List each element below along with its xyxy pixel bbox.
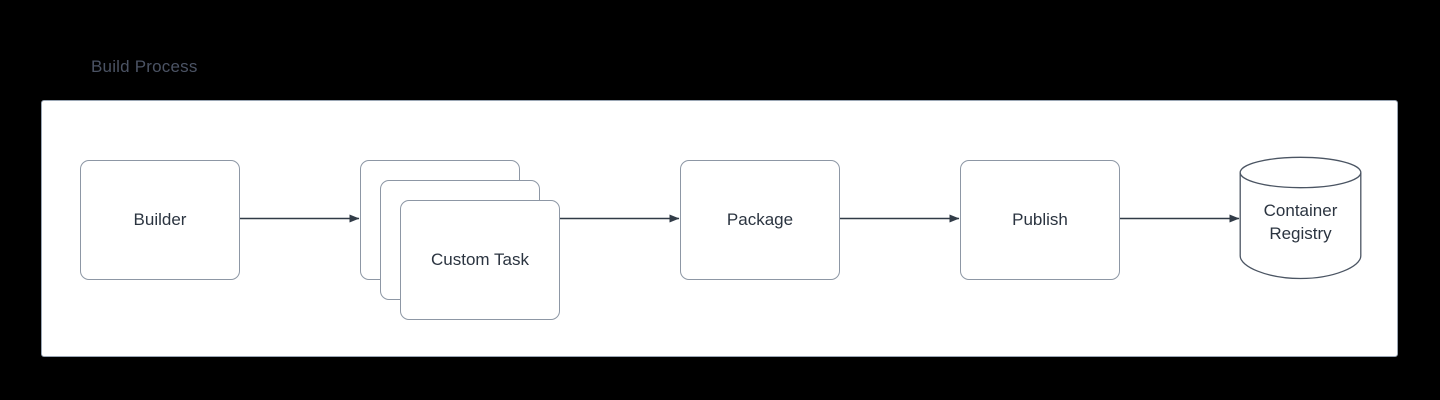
- node-builder[interactable]: Builder: [80, 160, 240, 280]
- node-container-registry[interactable]: Container Registry: [1239, 156, 1362, 280]
- cylinder-shape: [1239, 156, 1362, 280]
- page-title: Build Process: [91, 57, 198, 76]
- node-custom-task[interactable]: Custom Task: [400, 200, 560, 320]
- node-publish[interactable]: Publish: [960, 160, 1120, 280]
- node-package[interactable]: Package: [680, 160, 840, 280]
